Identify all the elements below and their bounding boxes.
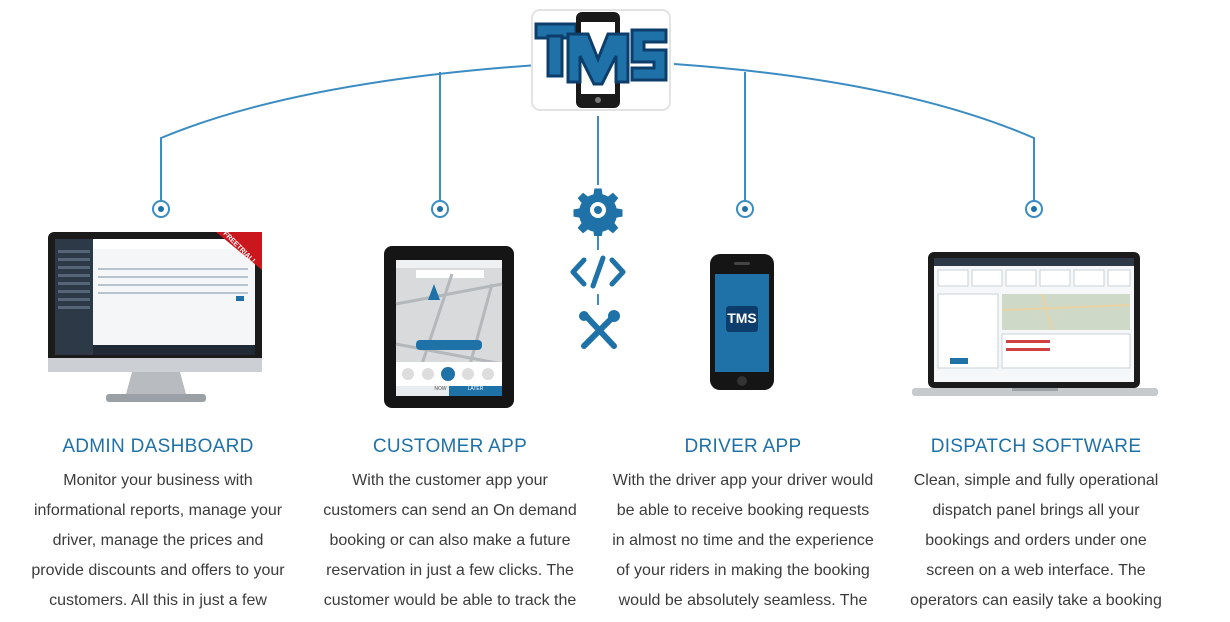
connector-nodes	[152, 200, 1043, 218]
gear-icon	[572, 184, 624, 241]
driver-app-description: With the driver app your driver would be…	[612, 472, 874, 609]
now-button[interactable]: NOW	[434, 386, 447, 392]
tms-logo[interactable]	[528, 4, 674, 116]
driver-app-screen-logo: TMS	[727, 310, 757, 326]
tools-icon	[574, 306, 624, 361]
dispatch-software-description: Clean, simple and fully operational disp…	[910, 472, 1162, 609]
laptop-image	[912, 250, 1158, 405]
customer-app-title: CUSTOMER APP	[372, 436, 528, 457]
smartphone-image: TMS	[708, 252, 778, 417]
later-button[interactable]: LATER	[467, 386, 484, 392]
admin-dashboard-description: Monitor your business with informational…	[31, 472, 285, 609]
desktop-monitor-image: FREETRIAL!	[46, 230, 266, 417]
customer-app-description: With the customer app your customers can…	[323, 472, 577, 609]
tms-logo-icon	[531, 9, 671, 111]
driver-app-title: DRIVER APP	[684, 436, 802, 457]
admin-dashboard-title: ADMIN DASHBOARD	[62, 436, 254, 457]
tablet-image: NOW LATER	[382, 244, 516, 419]
code-icon	[568, 250, 628, 299]
dispatch-software-title: DISPATCH SOFTWARE	[930, 436, 1142, 457]
